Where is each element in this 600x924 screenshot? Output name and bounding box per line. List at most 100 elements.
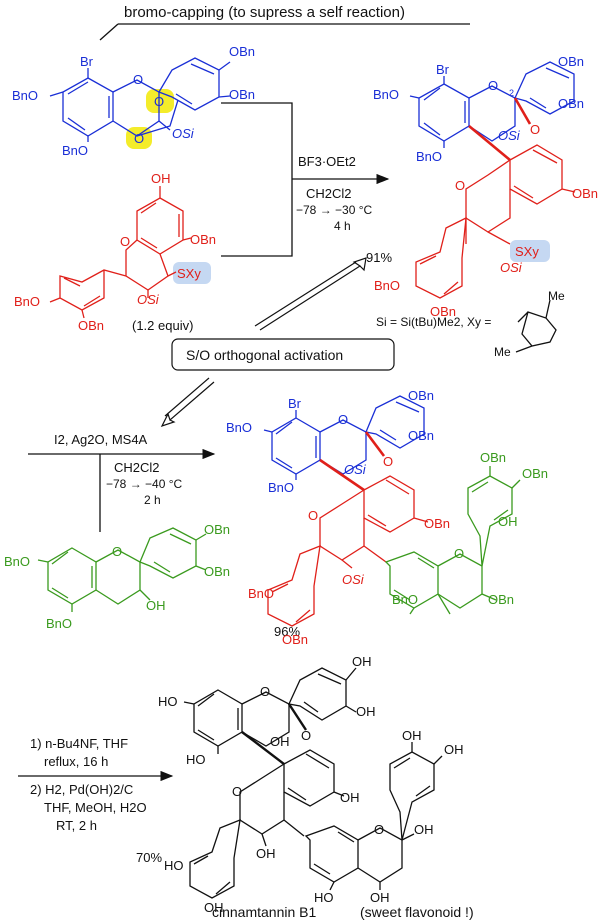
me-top: Me (548, 289, 565, 303)
final-e-oh-a: OH (402, 728, 422, 743)
product2-molecule: Br OBn OBn BnO BnO O OSi O OBn O OSi BnO… (226, 388, 548, 647)
p1-br-label: Br (436, 62, 450, 77)
nu-obn-label: OBn (190, 232, 216, 247)
p2-o-lower: O (308, 508, 318, 523)
activation-label: S/O orthogonal activation (186, 347, 343, 363)
br-label: Br (80, 54, 94, 69)
equiv-label: (1.2 equiv) (132, 318, 193, 333)
p2-g-obn-b: OBn (522, 466, 548, 481)
final-oh-a: OH (352, 654, 372, 669)
p2-o-bridge: O (383, 454, 393, 469)
cat-ring-o: O (112, 544, 122, 559)
final-caption: cinnamtannin B1 (212, 904, 317, 920)
p1-bno-lower: BnO (374, 278, 400, 293)
p1-obn-b: OBn (558, 96, 584, 111)
final-oh-lower2: OH (204, 900, 224, 915)
p1-o-top: O (488, 78, 498, 93)
step1-solvent: CH2Cl2 (306, 186, 352, 201)
cat-obn-b: OBn (204, 564, 230, 579)
step3-line3: 2) H2, Pd(OH)2/C (30, 782, 133, 797)
p2-g-bno: BnO (392, 592, 418, 607)
step1-arrow-group: BF3·OEt2 CH2Cl2 −78 → −30 °C 4 h 91% (221, 102, 392, 265)
p2-g-o: O (454, 546, 464, 561)
step3-line1: 1) n-Bu4NF, THF (30, 736, 128, 751)
p1-bno-left: BnO (373, 87, 399, 102)
step1-reagent: BF3·OEt2 (298, 154, 356, 169)
final-oh-right: OH (340, 790, 360, 805)
p2-bno-bottom: BnO (268, 480, 294, 495)
p1-highlight-sxy (510, 240, 550, 262)
final-ho-left: HO (158, 694, 178, 709)
p2-osi-lower: OSi (342, 572, 365, 587)
catechin-molecule: OBn OBn BnO O OH BnO (4, 522, 230, 631)
final-bond-c (241, 731, 285, 765)
p2-obn-b: OBn (408, 428, 434, 443)
nu-bno-label: BnO (14, 294, 40, 309)
p1-bno-bottom: BnO (416, 149, 442, 164)
cat-oh: OH (146, 598, 166, 613)
p1-new-bond-c (468, 124, 511, 162)
p1-o-bridge: O (530, 122, 540, 137)
final-e-oh-b: OH (444, 742, 464, 757)
p1-osi-lower: OSi (500, 260, 523, 275)
p2-obn-mid: OBn (424, 516, 450, 531)
p2-g-oh: OH (498, 514, 518, 529)
oh-label: OH (151, 171, 171, 186)
me-bottom: Me (494, 345, 511, 359)
final-o-top: O (260, 684, 270, 699)
definitions: Si = Si(tBu)Me2, Xy = Me Me (376, 289, 565, 359)
p2-osi-top: OSi (344, 462, 367, 477)
p2-o-top: O (338, 412, 348, 427)
activation-frame (171, 338, 395, 371)
nucleophile-molecule: OH OBn O SXy OSi BnO OBn (1.2 equiv) (14, 171, 216, 333)
step2-arrow-group: I2, Ag2O, MS4A CH2Cl2 −78 → −40 °C 2 h 9… (28, 432, 300, 639)
bno-label-left: BnO (12, 88, 38, 103)
header-callout (99, 23, 119, 41)
highlight-sxy (173, 262, 211, 284)
p1-stereo-label: 2 (509, 88, 514, 98)
final-o-lower: O (232, 784, 242, 799)
final-ho-lower: HO (164, 858, 184, 873)
product1-molecule: Br OBn OBn BnO BnO O 2 OSi O OBn O SXy O… (373, 54, 598, 319)
bno-label-bottom: BnO (62, 143, 88, 158)
cat-bno-left: BnO (4, 554, 30, 569)
si-definition: Si = Si(tBu)Me2, Xy = (376, 315, 491, 329)
step2-reagent: I2, Ag2O, MS4A (54, 432, 148, 447)
obn-label-b: OBn (229, 87, 255, 102)
step2-solvent: CH2Cl2 (114, 460, 160, 475)
p1-sxy: SXy (515, 244, 539, 259)
step3-line4: THF, MeOH, H2O (44, 800, 147, 815)
final-e-ho: HO (314, 890, 334, 905)
p1-obn-a: OBn (558, 54, 584, 69)
final-molecule: HO O OH OH HO OH O OH O OH HO OH OH OH O… (158, 654, 474, 920)
step3-yield: 70% (136, 850, 162, 865)
cat-bno-bottom: BnO (46, 616, 72, 631)
obn-label-a: OBn (229, 44, 255, 59)
nu-obn-bottom: OBn (78, 318, 104, 333)
step3-arrow-group: 1) n-Bu4NF, THF reflux, 16 h 2) H2, Pd(O… (18, 736, 174, 865)
p1-obn-right: OBn (572, 186, 598, 201)
step2-time: 2 h (144, 493, 161, 507)
step3-line2: reflux, 16 h (44, 754, 108, 769)
final-oh-b: OH (356, 704, 376, 719)
p2-obn-lower: OBn (282, 632, 308, 647)
p1-o-lower: O (455, 178, 465, 193)
activation-box: S/O orthogonal activation (160, 257, 395, 428)
step1-time: 4 h (334, 219, 351, 233)
nu-ring-o: O (120, 234, 130, 249)
step2-temperature: −78 → −40 °C (106, 477, 183, 491)
p2-obn-a: OBn (408, 388, 434, 403)
high-o-label-2: O (134, 131, 144, 146)
final-e-oh2: OH (370, 890, 390, 905)
step1-yield: 91% (366, 250, 392, 265)
p2-g-obn-a: OBn (480, 450, 506, 465)
final-e-oh: OH (414, 822, 434, 837)
final-oh-lower: OH (256, 846, 276, 861)
cat-obn-a: OBn (204, 522, 230, 537)
p2-new-bond-o (364, 431, 386, 457)
final-ho-bottom: HO (186, 752, 206, 767)
step2-yield: 96% (274, 624, 300, 639)
p2-g-obn: OBn (488, 592, 514, 607)
final-note: (sweet flavonoid !) (360, 904, 474, 920)
